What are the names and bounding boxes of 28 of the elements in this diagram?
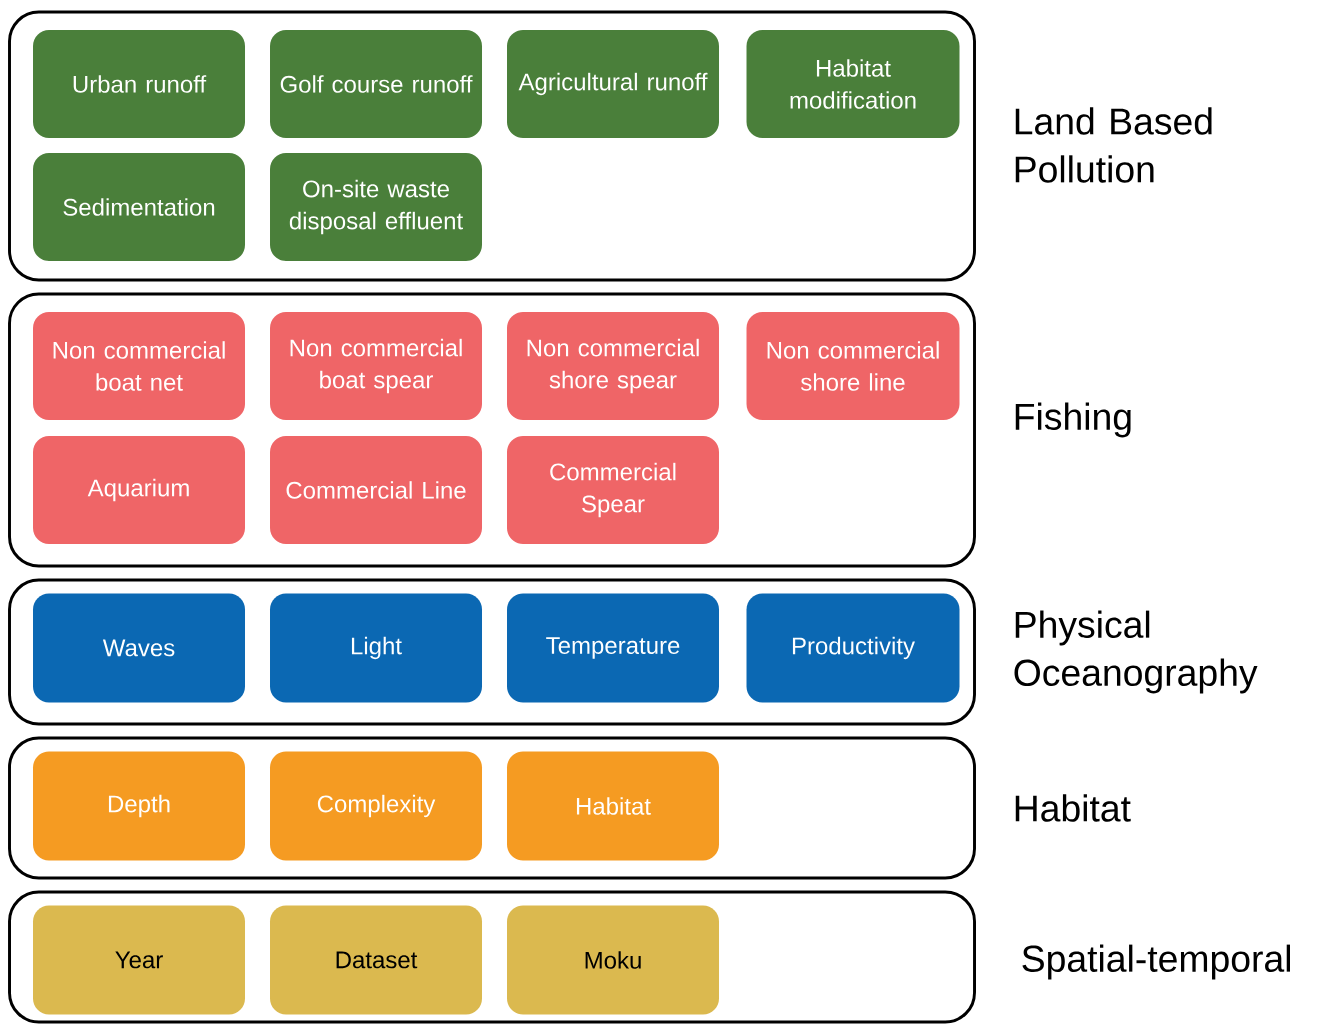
- factor-box: Agricultural runoff: [507, 30, 719, 138]
- group-label: Land Based Pollution: [1015, 107, 1212, 183]
- group-label: Fishing: [1015, 402, 1131, 438]
- group-label: Habitat: [1015, 794, 1131, 822]
- factor-box: Urban runoff: [33, 30, 245, 138]
- group-label: Spatial-temporal: [1022, 944, 1290, 980]
- factor-box: Aquarium: [33, 436, 245, 544]
- factor-box: Complexity: [270, 751, 482, 861]
- factor-box: Non commercial boat net: [33, 312, 245, 420]
- factor-box: Dataset: [270, 905, 482, 1015]
- factor-box: Waves: [33, 593, 245, 703]
- factor-box: Sedimentation: [33, 153, 245, 261]
- factor-box: Non commercial shore spear: [507, 312, 719, 420]
- factor-box: Non commercial shore line: [746, 312, 960, 420]
- factor-box: Productivity: [746, 593, 960, 703]
- factor-box: Commercial Line: [270, 436, 482, 544]
- factor-box: Year: [33, 905, 245, 1015]
- factor-box: Non commercial boat spear: [270, 312, 482, 420]
- factor-box: Depth: [33, 751, 245, 861]
- factor-box: Temperature: [507, 593, 719, 703]
- factor-box: Golf course runoff: [270, 30, 482, 138]
- factor-box: Commercial Spear: [507, 436, 719, 544]
- factor-box: Habitat: [507, 751, 719, 861]
- factor-box: Light: [270, 593, 482, 703]
- factor-box: Moku: [507, 905, 719, 1015]
- factor-box: Habitat modification: [746, 30, 960, 138]
- factor-box: On-site waste disposal effluent: [270, 153, 482, 261]
- group-label: Physical Oceanography: [1014, 610, 1258, 694]
